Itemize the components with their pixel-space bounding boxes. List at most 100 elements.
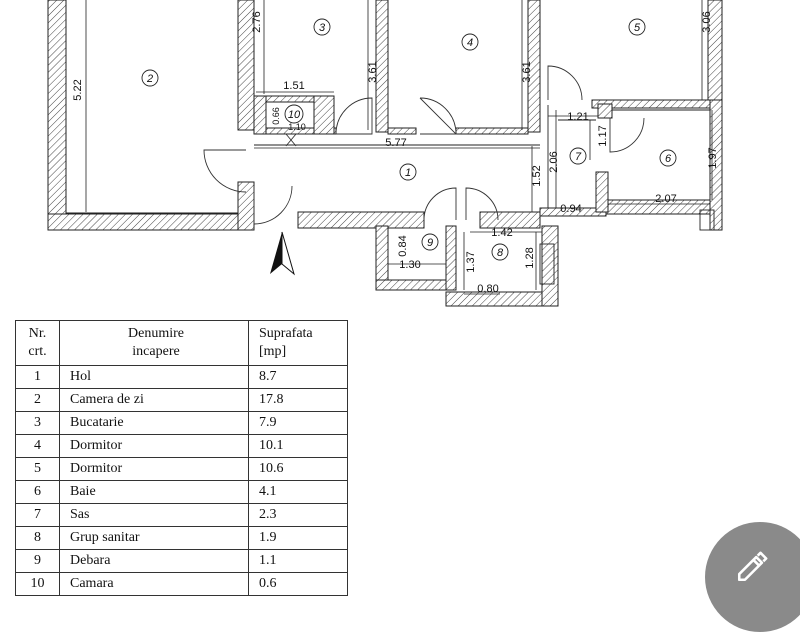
cell-nr: 7 (15, 503, 60, 527)
room-label-1: 1 (405, 167, 411, 179)
cell-name: Grup sanitar (59, 526, 249, 550)
cell-area: 0.6 (248, 572, 348, 596)
cell-nr: 8 (15, 526, 60, 550)
cell-area: 4.1 (248, 480, 348, 504)
dim-closet-width: 1.51 (283, 80, 304, 92)
pencil-icon (737, 551, 768, 582)
cell-name: Camara (59, 572, 249, 596)
cell-nr: 4 (15, 434, 60, 458)
wall-wc-right (541, 225, 559, 307)
header-nr-text: Nr. crt. (28, 326, 47, 359)
cell-nr: 2 (15, 388, 60, 412)
cell-nr: 10 (15, 572, 60, 596)
wall-room2-hall (237, 181, 255, 231)
cell-nr: 1 (15, 365, 60, 389)
room-label-9: 9 (427, 237, 433, 249)
cell-area: 1.9 (248, 526, 348, 550)
cell-name: Bucatarie (59, 411, 249, 435)
dim-room4-right: 3.61 (521, 61, 533, 82)
dimension-lines (85, 0, 713, 295)
dimension-texts: 5.22 2.76 3.61 3.61 3.06 1.51 0.66 1.10 … (72, 11, 719, 295)
dim-sas-side: 1.17 (597, 125, 609, 146)
cell-nr: 3 (15, 411, 60, 435)
dim-wc-width: 1.42 (491, 227, 512, 239)
wall-right-bath (709, 99, 723, 231)
dim-debara-height: 0.84 (397, 235, 409, 256)
wall-left (47, 0, 67, 229)
cell-area: 10.6 (248, 457, 348, 481)
dim-wc-left: 1.37 (465, 251, 477, 272)
dim-room3-top: 2.76 (251, 11, 263, 32)
wall-hall-bottom (297, 211, 425, 229)
cell-nr: 5 (15, 457, 60, 481)
room-label-10: 10 (288, 109, 301, 121)
wall-sas-bath (595, 171, 609, 213)
dim-room5-right: 3.06 (701, 11, 713, 32)
wall-room3-room4 (375, 0, 389, 133)
cell-area: 10.1 (248, 434, 348, 458)
wall-bottom-room2 (47, 213, 255, 231)
door-room5 (547, 65, 583, 101)
cell-name: Camera de zi (59, 388, 249, 412)
doors (203, 65, 645, 225)
room-label-6: 6 (665, 153, 672, 165)
header-area: Suprafata [mp] (248, 320, 348, 366)
header-nr: Nr. crt. (15, 320, 60, 366)
dim-sas-top: 1.21 (567, 111, 588, 123)
wall-room4-room5 (527, 0, 541, 133)
cell-nr: 9 (15, 549, 60, 573)
rooms-table: Nr. crt. Denumire incapere Suprafata [mp… (15, 320, 348, 596)
dim-bath-height: 1.97 (707, 147, 719, 168)
cell-area: 1.1 (248, 549, 348, 573)
floor-plan: 2 3 4 5 6 7 8 9 1 10 5.22 2.76 3.61 3.61… (47, 0, 723, 307)
dim-wc-bottom: 0.80 (477, 283, 498, 295)
door-room2 (253, 185, 293, 225)
dim-room2-height: 5.22 (72, 79, 84, 100)
cell-name: Debara (59, 549, 249, 573)
entrance-door (203, 149, 247, 193)
dim-hall-end: 1.52 (531, 165, 543, 186)
table-header-row: Nr. crt. Denumire incapere Suprafata [mp… (15, 320, 348, 366)
dim-bath-width: 2.07 (655, 193, 676, 205)
dim-sas-height: 2.06 (548, 151, 560, 172)
wall-camara-right (313, 95, 335, 135)
cell-name: Hol (59, 365, 249, 389)
dim-room3-right: 3.61 (367, 61, 379, 82)
wall-debara-left (375, 225, 389, 287)
dim-closet-height: 0.66 (271, 107, 281, 125)
dim-hall-length: 5.77 (385, 137, 406, 149)
header-name-text: Denumire incapere (128, 326, 184, 359)
room-label-3: 3 (319, 22, 326, 34)
wall-debara-wc (445, 225, 457, 291)
room-label-5: 5 (634, 22, 641, 34)
cell-name: Baie (59, 480, 249, 504)
edit-button[interactable] (705, 522, 800, 632)
cell-name: Dormitor (59, 434, 249, 458)
cell-name: Dormitor (59, 457, 249, 481)
header-area-text: Suprafata [mp] (259, 326, 313, 359)
door-wc (465, 187, 499, 221)
door-debara (423, 187, 457, 221)
wall-camara-left (253, 95, 267, 135)
door-room4 (419, 97, 458, 135)
room-label-7: 7 (575, 151, 582, 163)
dim-closet-door: 1.10 (288, 122, 306, 132)
wall-wc-bottom (445, 291, 559, 307)
wall-debara-bottom (375, 279, 447, 291)
door-room3 (335, 97, 373, 135)
header-name: Denumire incapere (59, 320, 249, 366)
room-labels: 2 3 4 5 6 7 8 9 1 10 (141, 18, 677, 261)
wall-room4-bottom (455, 127, 529, 135)
dim-debara-width: 1.30 (399, 259, 420, 271)
cell-area: 8.7 (248, 365, 348, 389)
wall-hall-bottom-right (479, 211, 541, 229)
cell-area: 7.9 (248, 411, 348, 435)
